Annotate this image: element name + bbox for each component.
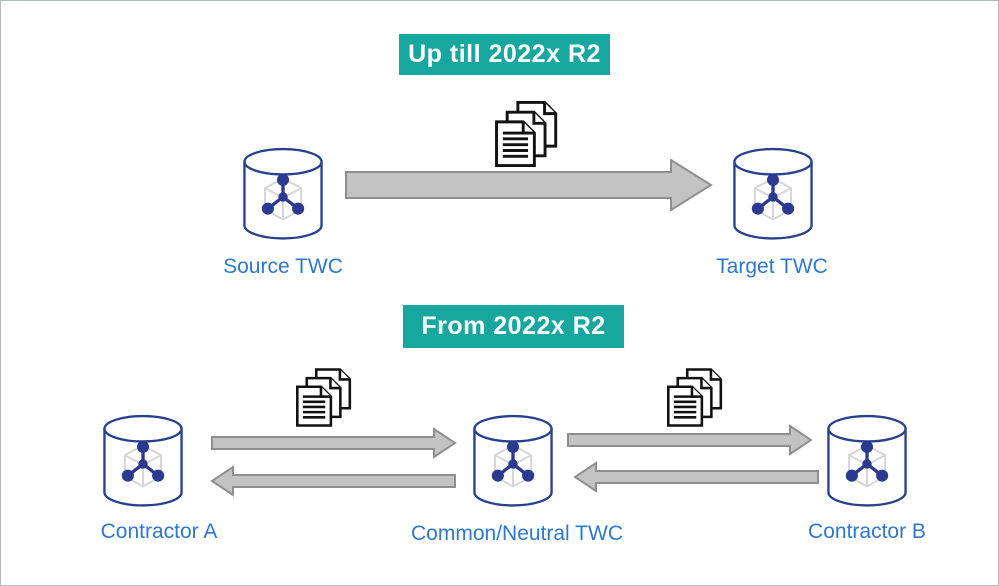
flow-arrow-left-icon: [210, 465, 456, 497]
twc-database-cylinder-icon: [732, 147, 814, 241]
twc-database-cylinder-icon: [242, 147, 324, 241]
common-neutral-twc-label: Common/Neutral TWC: [411, 522, 623, 545]
top-section-banner: Up till 2022x R2: [399, 34, 610, 75]
bottom-section-banner: From 2022x R2: [403, 305, 624, 348]
bottom-banner-label: From 2022x R2: [421, 312, 606, 340]
contractor-b-label: Contractor B: [808, 520, 926, 543]
documents-stack-icon: [296, 368, 358, 427]
flow-arrow-right-icon: [210, 427, 458, 459]
flow-arrow-right-icon: [345, 159, 713, 211]
top-banner-label: Up till 2022x R2: [408, 40, 601, 68]
target-twc-label: Target TWC: [716, 255, 828, 278]
flow-arrow-left-icon: [571, 461, 821, 493]
twc-database-cylinder-icon: [472, 414, 554, 508]
twc-database-cylinder-icon: [102, 414, 184, 508]
source-twc-label: Source TWC: [223, 255, 343, 278]
documents-stack-icon: [667, 368, 729, 427]
contractor-a-label: Contractor A: [100, 520, 218, 543]
documents-stack-icon: [495, 101, 565, 167]
flow-arrow-right-icon: [566, 424, 814, 456]
twc-database-cylinder-icon: [826, 414, 908, 508]
